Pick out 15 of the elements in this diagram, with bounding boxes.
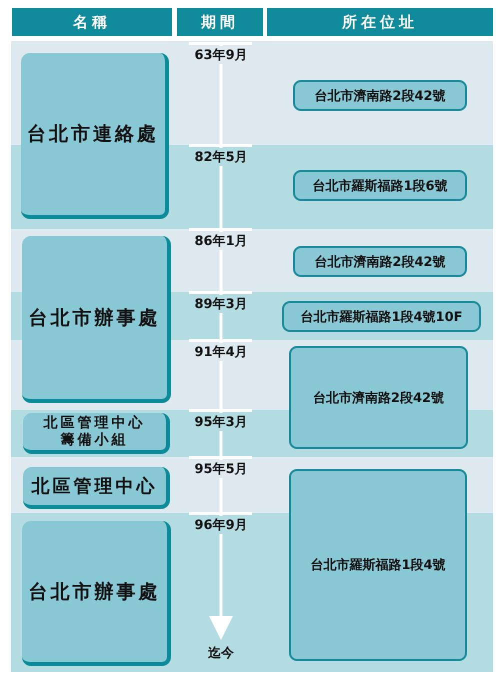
address-box: 台北市羅斯福路1段4號10F (282, 301, 481, 332)
address-box: 台北市羅斯福路1段4號 (289, 469, 467, 661)
name-box: 台北市辦事處 (22, 236, 171, 403)
column-header: 所在位址 (267, 8, 493, 36)
column-header: 期間 (177, 8, 263, 36)
column-header: 名稱 (12, 8, 172, 36)
name-box: 台北市辦事處 (22, 521, 171, 666)
address-box: 台北市羅斯福路1段6號 (293, 170, 467, 201)
name-box: 北區管理中心籌備小組 (23, 413, 170, 454)
name-box: 北區管理中心 (23, 467, 170, 509)
address-box: 台北市濟南路2段42號 (289, 346, 468, 449)
address-box: 台北市濟南路2段42號 (293, 80, 467, 111)
name-box: 台北市連絡處 (21, 53, 169, 219)
end-label: 迄今 (207, 644, 235, 662)
address-box: 台北市濟南路2段42號 (293, 246, 467, 277)
